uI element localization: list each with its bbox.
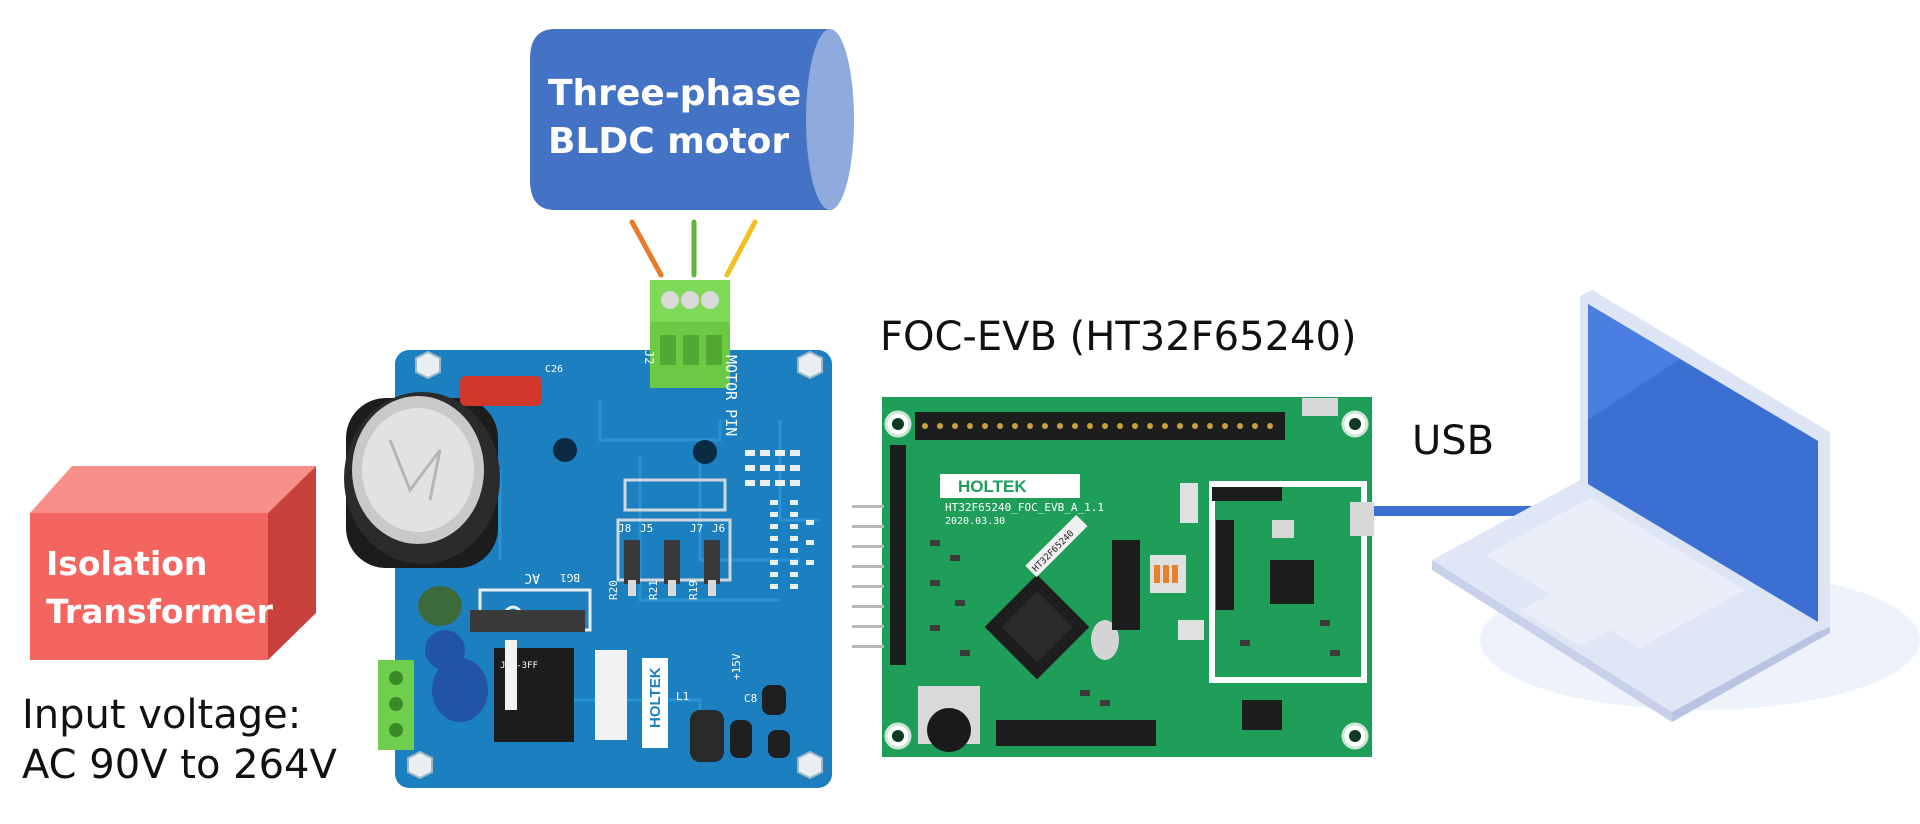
potentiometer — [918, 686, 980, 752]
motor-board-logo: HOLTEK — [642, 658, 668, 748]
bridge-rectifier — [470, 588, 592, 632]
top-header-pins — [922, 423, 1273, 429]
inductor — [690, 710, 724, 762]
wire-phase-u — [629, 219, 664, 278]
foc-evb-board: HOLTEK HT32F65240_FOC_EVB_A_1.1 2020.03.… — [852, 397, 1374, 757]
laptop-screen — [1588, 304, 1818, 622]
user-button — [1180, 483, 1198, 523]
cap-label: C26 — [545, 364, 563, 375]
fuse — [505, 640, 517, 710]
motor-label-line1: Three-phase — [548, 73, 802, 114]
jumper-label-j6: J6 — [712, 522, 725, 535]
input-voltage-line2: AC 90V to 264V — [22, 742, 337, 788]
laptop-screen-highlight — [1588, 304, 1680, 420]
shunt-resistors — [624, 540, 720, 596]
dip-switch-toggles — [1154, 565, 1178, 583]
isolation-transformer — [30, 466, 316, 660]
iso-side-face — [268, 466, 316, 660]
motor-driver-board: C26 R20 R21 R19 J8 J5 J7 J6 — [344, 280, 832, 788]
red-film-capacitor — [460, 376, 542, 406]
bulk-capacitor — [344, 392, 500, 568]
debug-region-outline — [1209, 481, 1367, 683]
motor-board-brand: HOLTEK — [647, 667, 664, 728]
debug-button — [1272, 520, 1294, 538]
resistor-label-r19: R19 — [687, 580, 700, 600]
input-voltage-label: Input voltage: AC 90V to 264V — [22, 690, 337, 790]
fuse-holder — [595, 650, 627, 740]
laptop — [1432, 290, 1920, 722]
evb-date-text: 2020.03.30 — [945, 516, 1005, 527]
isolation-label-line1: Isolation — [46, 544, 208, 583]
evb-smd-components — [930, 540, 1340, 706]
evb-mounting-hole-centers — [892, 418, 1361, 742]
jumper-block — [1242, 700, 1282, 730]
small-capacitor — [768, 730, 790, 758]
laptop-base-edge-right — [1672, 625, 1830, 722]
y-capacitor — [432, 658, 488, 722]
debug-mcu — [1270, 560, 1314, 604]
supply-label: +15V — [730, 653, 743, 680]
inductor-label: L1 — [676, 690, 689, 703]
bldc-motor — [530, 29, 854, 210]
jumper-label-j7: J7 — [690, 522, 703, 535]
left-pin-header — [890, 445, 906, 665]
evb-micro-usb-top — [1302, 398, 1338, 416]
evb-micro-usb — [1350, 502, 1374, 536]
relay-label: JQC-3FF — [500, 661, 538, 671]
usb-cable — [1374, 506, 1536, 516]
board-hole — [693, 440, 717, 464]
usb-label: USB — [1412, 418, 1495, 464]
iso-top-face — [30, 466, 316, 513]
motor-connector-id: J2 — [642, 350, 656, 364]
evb-side-pins — [852, 505, 884, 648]
ac-input-terminal — [378, 660, 414, 750]
debug-header-column — [1216, 520, 1234, 610]
x-capacitor — [418, 586, 462, 626]
small-capacitor — [762, 685, 786, 715]
reset-button — [1178, 620, 1204, 640]
board-hole — [553, 438, 577, 462]
resistor-label-r21: R21 — [647, 580, 660, 600]
motor-label: Three-phase BLDC motor — [548, 70, 808, 166]
jumper-label-j8: J8 — [618, 522, 631, 535]
evb-board-text: HT32F65240_FOC_EVB_A_1.1 — [945, 501, 1104, 514]
motor-pin-label: MOTOR PIN — [722, 355, 740, 436]
motor-board-mounting-holes — [407, 350, 823, 780]
input-voltage-line1: Input voltage: — [22, 692, 302, 738]
jumper-label-j5: J5 — [640, 522, 653, 535]
motor-body — [530, 29, 830, 210]
laptop-touchpad — [1520, 590, 1620, 646]
evb-mcu — [984, 574, 1090, 680]
laptop-keyboard — [1485, 498, 1745, 648]
laptop-base-edge — [1432, 560, 1672, 722]
motor-end-cap — [806, 29, 854, 210]
isolation-label-line2: Transformer — [46, 592, 273, 631]
evb-logo: HOLTEK — [940, 474, 1080, 498]
evb-brand: HOLTEK — [958, 477, 1027, 496]
iso-front-face — [30, 513, 268, 660]
isolation-label: Isolation Transformer — [46, 540, 286, 636]
motor-terminal-block — [650, 280, 730, 388]
debug-header-row — [1212, 487, 1282, 501]
motor-label-line2: BLDC motor — [548, 121, 790, 162]
wire-phase-w — [724, 219, 758, 278]
bridge-label: BG1 — [560, 571, 580, 584]
mid-header-1 — [1112, 540, 1140, 630]
resistor-label-r20: R20 — [607, 580, 620, 600]
ac-label: AC — [524, 570, 540, 585]
motor-wires — [629, 219, 758, 278]
small-capacitor — [730, 720, 752, 758]
evb-title: FOC-EVB (HT32F65240) — [880, 314, 1357, 360]
cap8-label: C8 — [744, 692, 757, 705]
bottom-pin-header — [996, 720, 1156, 746]
smd-components — [745, 450, 814, 589]
y-capacitor — [425, 630, 465, 670]
